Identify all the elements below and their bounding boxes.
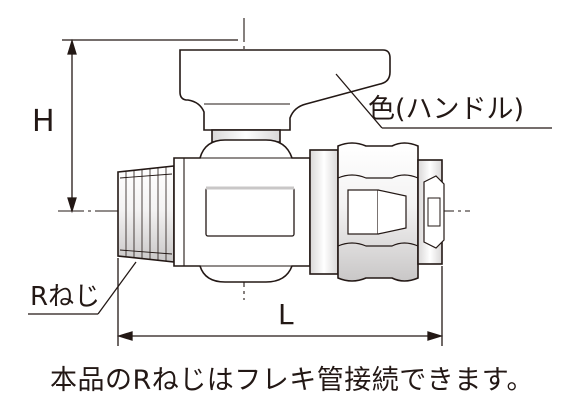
handle-color-label: 色(ハンドル) [368, 94, 524, 125]
length-arrow-left [116, 331, 133, 341]
handle-lever [179, 49, 391, 131]
body-window [205, 187, 295, 237]
r-thread-end [117, 165, 175, 263]
length-arrow-right [427, 331, 444, 341]
valve-body [173, 139, 311, 283]
length-dimension [116, 258, 444, 346]
thread-leader [28, 261, 137, 315]
handle [179, 49, 391, 143]
height-arrow-top [67, 38, 77, 55]
caption-note: 本品のRねじはフレキ管接続できます。 [49, 365, 535, 396]
height-arrow-bottom [67, 197, 77, 214]
height-dimension [62, 38, 238, 214]
handle-color-leader [335, 73, 552, 129]
height-label: H [32, 104, 55, 139]
thread-label: Rねじ [30, 282, 100, 312]
hex-nut [309, 142, 445, 282]
length-label: L [278, 298, 294, 331]
